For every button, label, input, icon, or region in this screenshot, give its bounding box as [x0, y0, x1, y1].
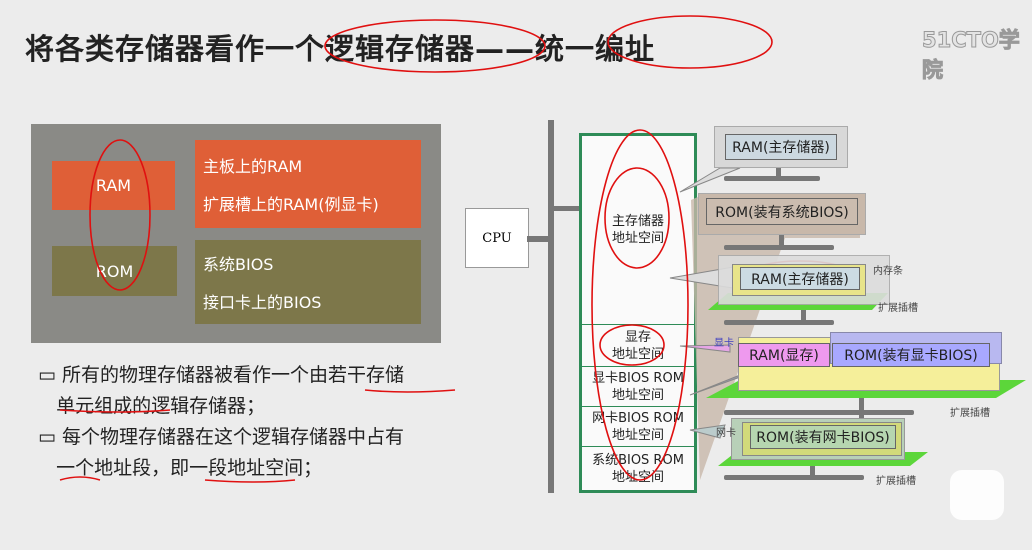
rom-item: 接口卡上的BIOS [203, 293, 322, 312]
bullet-text: 每个物理存储器在这个逻辑存储器中占有 [62, 426, 405, 448]
watermark-logo: 51CTO学院 [922, 28, 1021, 83]
rom-item: 系统BIOS [203, 255, 274, 274]
bullet-text: 一个地址段，即一段地址空间； [56, 457, 323, 479]
module-ram-video: RAM(显存) [738, 343, 830, 367]
ram-items-box: 主板上的RAM 扩展槽上的RAM(例显卡) [195, 140, 421, 228]
bullet-list: ▭ 所有的物理存储器被看作一个由若干存储 单元组成的逻辑存储器； ▭ 每个物理存… [38, 360, 404, 484]
module-rom-video-bios: ROM(装有显卡BIOS) [832, 343, 990, 367]
ram-item: 主板上的RAM [203, 157, 303, 176]
player-logo-icon [950, 470, 1004, 520]
label-slot: 扩展插槽 [878, 303, 918, 314]
system-bus [548, 120, 554, 493]
slide-title: 将各类存储器看作一个逻辑存储器——统一编址 [25, 32, 656, 66]
cpu-box: CPU [465, 208, 529, 268]
ram-item: 扩展槽上的RAM(例显卡) [203, 195, 379, 214]
label-memory-stick: 内存条 [873, 266, 903, 277]
label-slot: 扩展插槽 [950, 408, 990, 419]
rom-label: ROM [95, 261, 134, 281]
bullet-text: 所有的物理存储器被看作一个由若干存储 [62, 364, 405, 386]
rom-box: ROM [52, 246, 177, 296]
label-nic: 网卡 [716, 428, 736, 439]
module-ram-main: RAM(主存储器) [725, 134, 837, 160]
ram-box: RAM [52, 161, 175, 210]
label-video-card: 显卡 [714, 338, 734, 349]
module-ram-stick: RAM(主存储器) [740, 267, 860, 290]
label-slot: 扩展插槽 [876, 476, 916, 487]
section-video-ram: 显存地址空间 [582, 324, 694, 367]
rom-items-box: 系统BIOS 接口卡上的BIOS [195, 240, 421, 324]
section-main-memory: 主存储器地址空间 [611, 214, 664, 246]
bullet-item: ▭ 每个物理存储器在这个逻辑存储器中占有 一个地址段，即一段地址空间； [38, 426, 405, 479]
cpu-bus-link [527, 236, 551, 242]
ram-label: RAM [95, 176, 132, 195]
module-rom-nic-bios: ROM(装有网卡BIOS) [750, 425, 896, 449]
memory-bus-link [551, 206, 579, 211]
module-rom-system-bios: ROM(装有系统BIOS) [706, 198, 858, 225]
